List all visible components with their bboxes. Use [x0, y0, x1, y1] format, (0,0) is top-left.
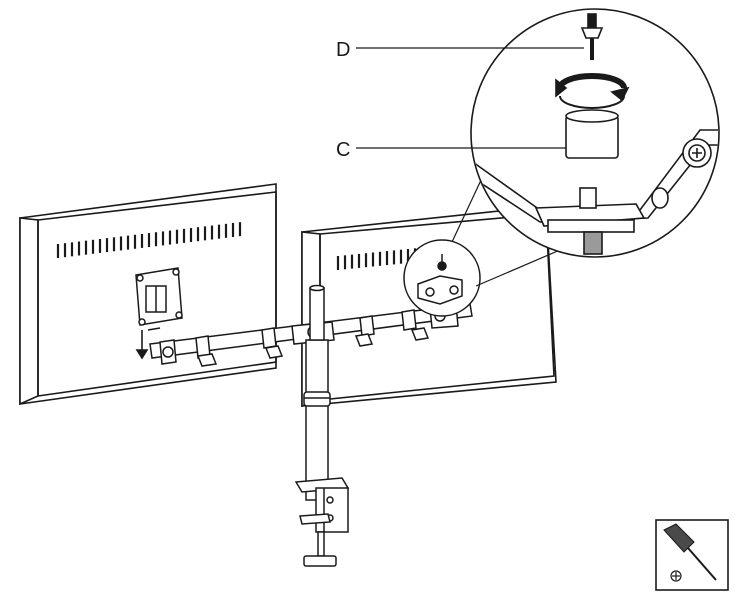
pole [303, 284, 331, 501]
screwdriver-icon [655, 519, 729, 591]
detail-circle-small [403, 239, 481, 317]
detail-circle-large [470, 8, 720, 258]
callout-label-c: C [336, 139, 350, 161]
left-vesa-plate [135, 267, 183, 326]
bolt-d [580, 13, 604, 60]
down-arrow-icon [135, 327, 161, 360]
left-monitor-vents [56, 222, 242, 258]
desk-clamp [294, 477, 350, 567]
phillips-head-icon [670, 570, 682, 582]
zoom-connectors [451, 177, 561, 287]
callout-lines [356, 47, 584, 149]
callout-label-d: D [336, 39, 350, 61]
left-monitor [19, 183, 277, 406]
